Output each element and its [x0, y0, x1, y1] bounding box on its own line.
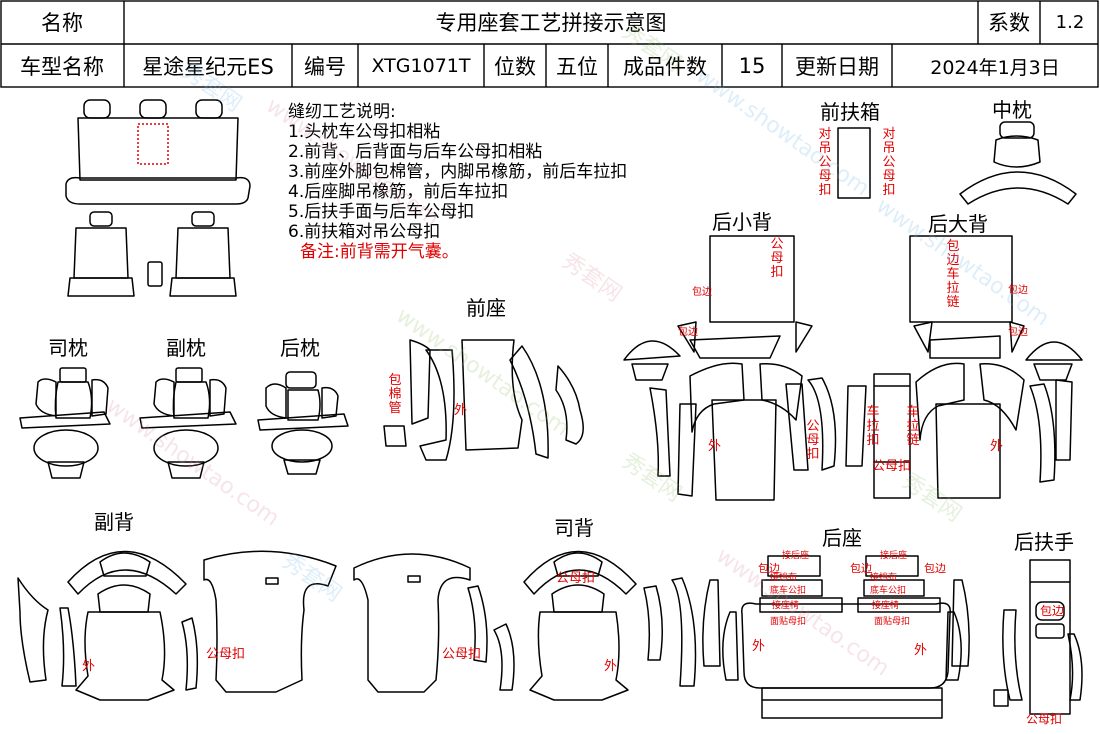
annotation-snap: 公母扣 — [442, 647, 482, 662]
page-title: 专用座套工艺拼接示意图 — [435, 11, 667, 35]
label-rear-seat: 后座 — [822, 526, 862, 550]
label-front-seat: 前座 — [466, 296, 506, 320]
annotation-outer: 外 — [914, 643, 928, 658]
annotation-dual-snap-right: 对吊公母扣 — [882, 127, 896, 198]
coef-value: 1.2 — [1055, 11, 1085, 33]
annotation-edging: 包边 — [924, 562, 946, 575]
annotation-snap: 公母扣 — [206, 647, 246, 662]
annotation-pull-buckle: 车拉扣 — [866, 405, 880, 448]
name-label: 名称 — [41, 11, 83, 35]
notes-title: 缝纫工艺说明: — [288, 102, 396, 122]
annotation-snap: 公母扣 — [872, 459, 912, 474]
annotation-face-snap: 面贴母扣 — [874, 617, 911, 627]
annotation-dual-snap-left: 对吊公母扣 — [818, 127, 832, 198]
rear-pillow-pieces — [257, 371, 349, 475]
middle-pillow-pieces — [959, 121, 1077, 205]
note-item: 1.头枕车公母扣相粘 — [288, 122, 441, 142]
model-label: 车型名称 — [20, 55, 104, 79]
rear-big-back-pieces — [845, 235, 1083, 499]
annotation-edging: 包边 — [1008, 327, 1028, 338]
annotation-bottom-snap: 底车公扣 — [870, 586, 907, 596]
label-middle-pillow: 中枕 — [992, 98, 1032, 122]
annotation-join-cloth: 接挡布 — [770, 573, 798, 583]
label-rear-small-back: 后小背 — [712, 210, 772, 234]
annotation-edging: 包边 — [850, 562, 872, 575]
annotation-outer: 外 — [990, 439, 1004, 454]
annotation-snap: 公母扣 — [1026, 712, 1063, 726]
annotation-snap: 公母扣 — [556, 571, 596, 586]
annotation-join-cloth: 接挡布 — [870, 573, 898, 583]
label-passenger-back: 副背 — [94, 510, 134, 534]
annotation-outer: 外 — [82, 659, 96, 674]
label-front-box: 前扶箱 — [820, 100, 880, 124]
model-value: 星途星纪元ES — [142, 55, 274, 79]
annotation-edged-zipper: 包边车拉链 — [946, 239, 960, 310]
code-value: XTG1071T — [371, 55, 471, 77]
label-rear-pillow: 后枕 — [280, 336, 320, 360]
date-label: 更新日期 — [795, 55, 879, 79]
passenger-back-pieces — [17, 550, 337, 701]
passenger-pillow-pieces — [139, 367, 237, 479]
rear-small-back-pieces — [623, 235, 837, 501]
annotation-edging: 包边 — [678, 327, 698, 338]
coef-label: 系数 — [988, 11, 1030, 35]
rear-armrest-pieces — [993, 559, 1083, 715]
overview-rear-bench — [65, 99, 251, 205]
front-seat-pieces — [383, 339, 584, 461]
header-grid — [0, 0, 1099, 88]
seats-value: 五位 — [556, 55, 598, 79]
annotation-outer: 外 — [604, 659, 618, 674]
annotation-edging: 包边 — [692, 287, 712, 298]
pieces-value: 15 — [738, 54, 766, 78]
annotation-outer: 外 — [752, 639, 766, 654]
annotation-bottom-snap: 底车公扣 — [770, 586, 807, 596]
annotation-zipper: 车拉链 — [906, 405, 920, 448]
label-passenger-pillow: 副枕 — [166, 336, 206, 360]
annotation-join-seat: 接座椅 — [772, 601, 800, 611]
label-rear-armrest: 后扶手 — [1014, 530, 1074, 554]
annotation-edging: 包边 — [758, 562, 780, 575]
note-item: 3.前座外脚包棉管，内脚吊橡筋，前后车拉扣 — [288, 162, 628, 182]
overview-front-seats — [67, 211, 237, 297]
annotation-face-snap: 面贴母扣 — [770, 617, 807, 627]
seats-label: 位数 — [494, 55, 536, 79]
annotation-outer: 外 — [708, 439, 722, 454]
label-driver-back: 司背 — [554, 516, 594, 540]
header-table: 名称 专用座套工艺拼接示意图 系数 1.2 车型名称 星途星纪元ES 编号 XT… — [0, 0, 1100, 88]
note-item: 5.后扶手面与后车公母扣 — [288, 202, 475, 222]
annotation-edging: 包边 — [1008, 285, 1028, 296]
annotation-join-rear: 接后座 — [880, 551, 908, 561]
notes-remark: 备注:前背需开气囊。 — [300, 242, 459, 262]
code-label: 编号 — [304, 55, 346, 79]
annotation-snap: 公母扣 — [806, 419, 820, 462]
rear-seat-pieces — [702, 555, 970, 719]
annotation-snap-small-back: 公母扣 — [770, 237, 784, 280]
note-item: 4.后座脚吊橡筋，前后车拉扣 — [288, 182, 509, 202]
driver-back-pieces — [353, 550, 697, 701]
date-value: 2024年1月3日 — [930, 56, 1060, 79]
annotation-cotton-pipe: 包棉管 — [388, 373, 402, 416]
driver-pillow-pieces — [19, 367, 111, 479]
pieces-label: 成品件数 — [623, 55, 707, 79]
annotation-edging: 包边 — [1040, 604, 1065, 618]
front-box-piece — [837, 127, 871, 199]
label-driver-pillow: 司枕 — [48, 336, 88, 360]
note-item: 2.前背、后背面与后车公母扣相粘 — [288, 142, 543, 162]
annotation-join-rear: 接后座 — [782, 551, 810, 561]
label-rear-big-back: 后大背 — [928, 212, 988, 236]
annotation-join-seat: 接座椅 — [872, 601, 900, 611]
annotation-outer: 外 — [454, 403, 468, 418]
note-item: 6.前扶箱对吊公母扣 — [288, 222, 441, 242]
stitching-notes: 缝纫工艺说明: 1.头枕车公母扣相粘 2.前背、后背面与后车公母扣相粘 3.前座… — [288, 102, 627, 262]
